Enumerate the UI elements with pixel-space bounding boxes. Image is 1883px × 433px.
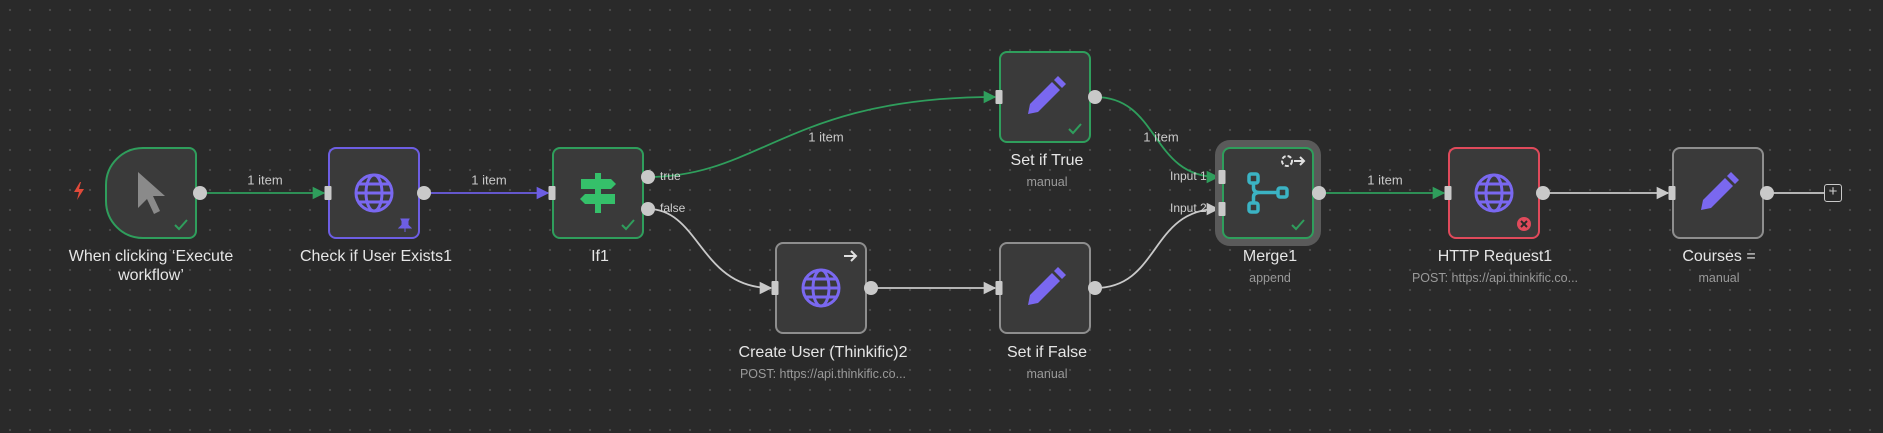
globe-icon [354,173,394,213]
merge-branch-icon [1247,172,1289,214]
output-port[interactable] [417,186,431,200]
input-port-1[interactable] [1218,170,1226,184]
node-subtitle: manual [1698,271,1740,285]
node-subtitle: manual [1026,175,1068,189]
input-port[interactable] [1668,186,1676,200]
node-check-user[interactable] [328,147,420,239]
node-create-user[interactable] [775,242,867,334]
port-label-false: false [660,201,686,215]
node-subtitle: POST: https://api.thinkific.co... [1411,271,1579,285]
edge-label: 1 item [1367,172,1403,188]
node-label: Courses = [1682,248,1756,265]
node-subtitle: manual [1026,367,1068,381]
arrow-right-icon [844,250,858,262]
input-port-2[interactable] [1218,202,1226,216]
output-port[interactable] [1312,186,1326,200]
node-label: When clicking ‘Execute workflow’ [68,248,234,284]
error-icon [1517,217,1531,231]
edge-label: 1 item [471,172,507,188]
edge-label: 1 item [1143,129,1179,145]
node-label: HTTP Request1 [1437,248,1553,265]
node-trigger[interactable] [105,147,197,239]
mouse-pointer-icon [138,172,165,214]
pencil-icon [1028,267,1066,305]
pencil-icon [1701,172,1739,210]
output-port[interactable] [864,281,878,295]
execute-arrows-icon [1281,155,1306,167]
node-label: Check if User Exists1 [299,248,453,265]
output-port[interactable] [1088,281,1102,295]
signpost-icon [580,173,616,213]
output-port[interactable] [1088,90,1102,104]
edge-set-false-to-merge[interactable] [1094,202,1220,289]
pencil-icon [1028,76,1066,114]
edge-true-to-set-true[interactable] [647,90,997,178]
output-port[interactable] [1536,186,1550,200]
node-subtitle: POST: https://api.thinkific.co... [739,367,907,381]
input-port[interactable] [995,281,1003,295]
edge-set-true-to-merge[interactable] [1094,96,1220,184]
edge-false-to-create-user[interactable] [647,208,773,295]
node-label: Set if False [1006,344,1088,361]
success-check-icon [621,219,635,231]
node-label: Create User (Thinkific)2 [738,344,908,361]
output-port[interactable] [1760,186,1774,200]
port-label-input-2: Input 2 [1170,201,1207,215]
node-label: Merge1 [1242,248,1298,265]
input-port[interactable] [1444,186,1452,200]
output-port[interactable] [193,186,207,200]
edge-label: 1 item [247,172,283,188]
node-set-if-true[interactable] [999,51,1091,143]
success-check-icon [174,219,188,231]
input-port[interactable] [548,186,556,200]
port-label-input-1: Input 1 [1170,169,1207,183]
node-if1[interactable] [552,147,644,239]
success-check-icon [1291,219,1305,231]
node-label: If1 [591,248,609,265]
add-node-button[interactable]: + [1824,184,1842,202]
node-courses[interactable] [1672,147,1764,239]
input-port[interactable] [995,90,1003,104]
node-subtitle: append [1249,271,1291,285]
output-port-false[interactable] [641,202,655,216]
node-http-request1[interactable] [1448,147,1540,239]
output-port-true[interactable] [641,170,655,184]
node-merge1[interactable] [1222,147,1314,239]
success-check-icon [1068,123,1082,135]
input-port[interactable] [324,186,332,200]
node-set-if-false[interactable] [999,242,1091,334]
edge-label: 1 item [808,129,844,145]
input-port[interactable] [771,281,779,295]
node-label: Set if True [1010,152,1084,169]
trigger-bolt-icon [74,182,84,200]
pin-icon [398,218,412,232]
globe-icon [1474,173,1514,213]
globe-icon [801,268,841,308]
port-label-true: true [660,169,681,183]
